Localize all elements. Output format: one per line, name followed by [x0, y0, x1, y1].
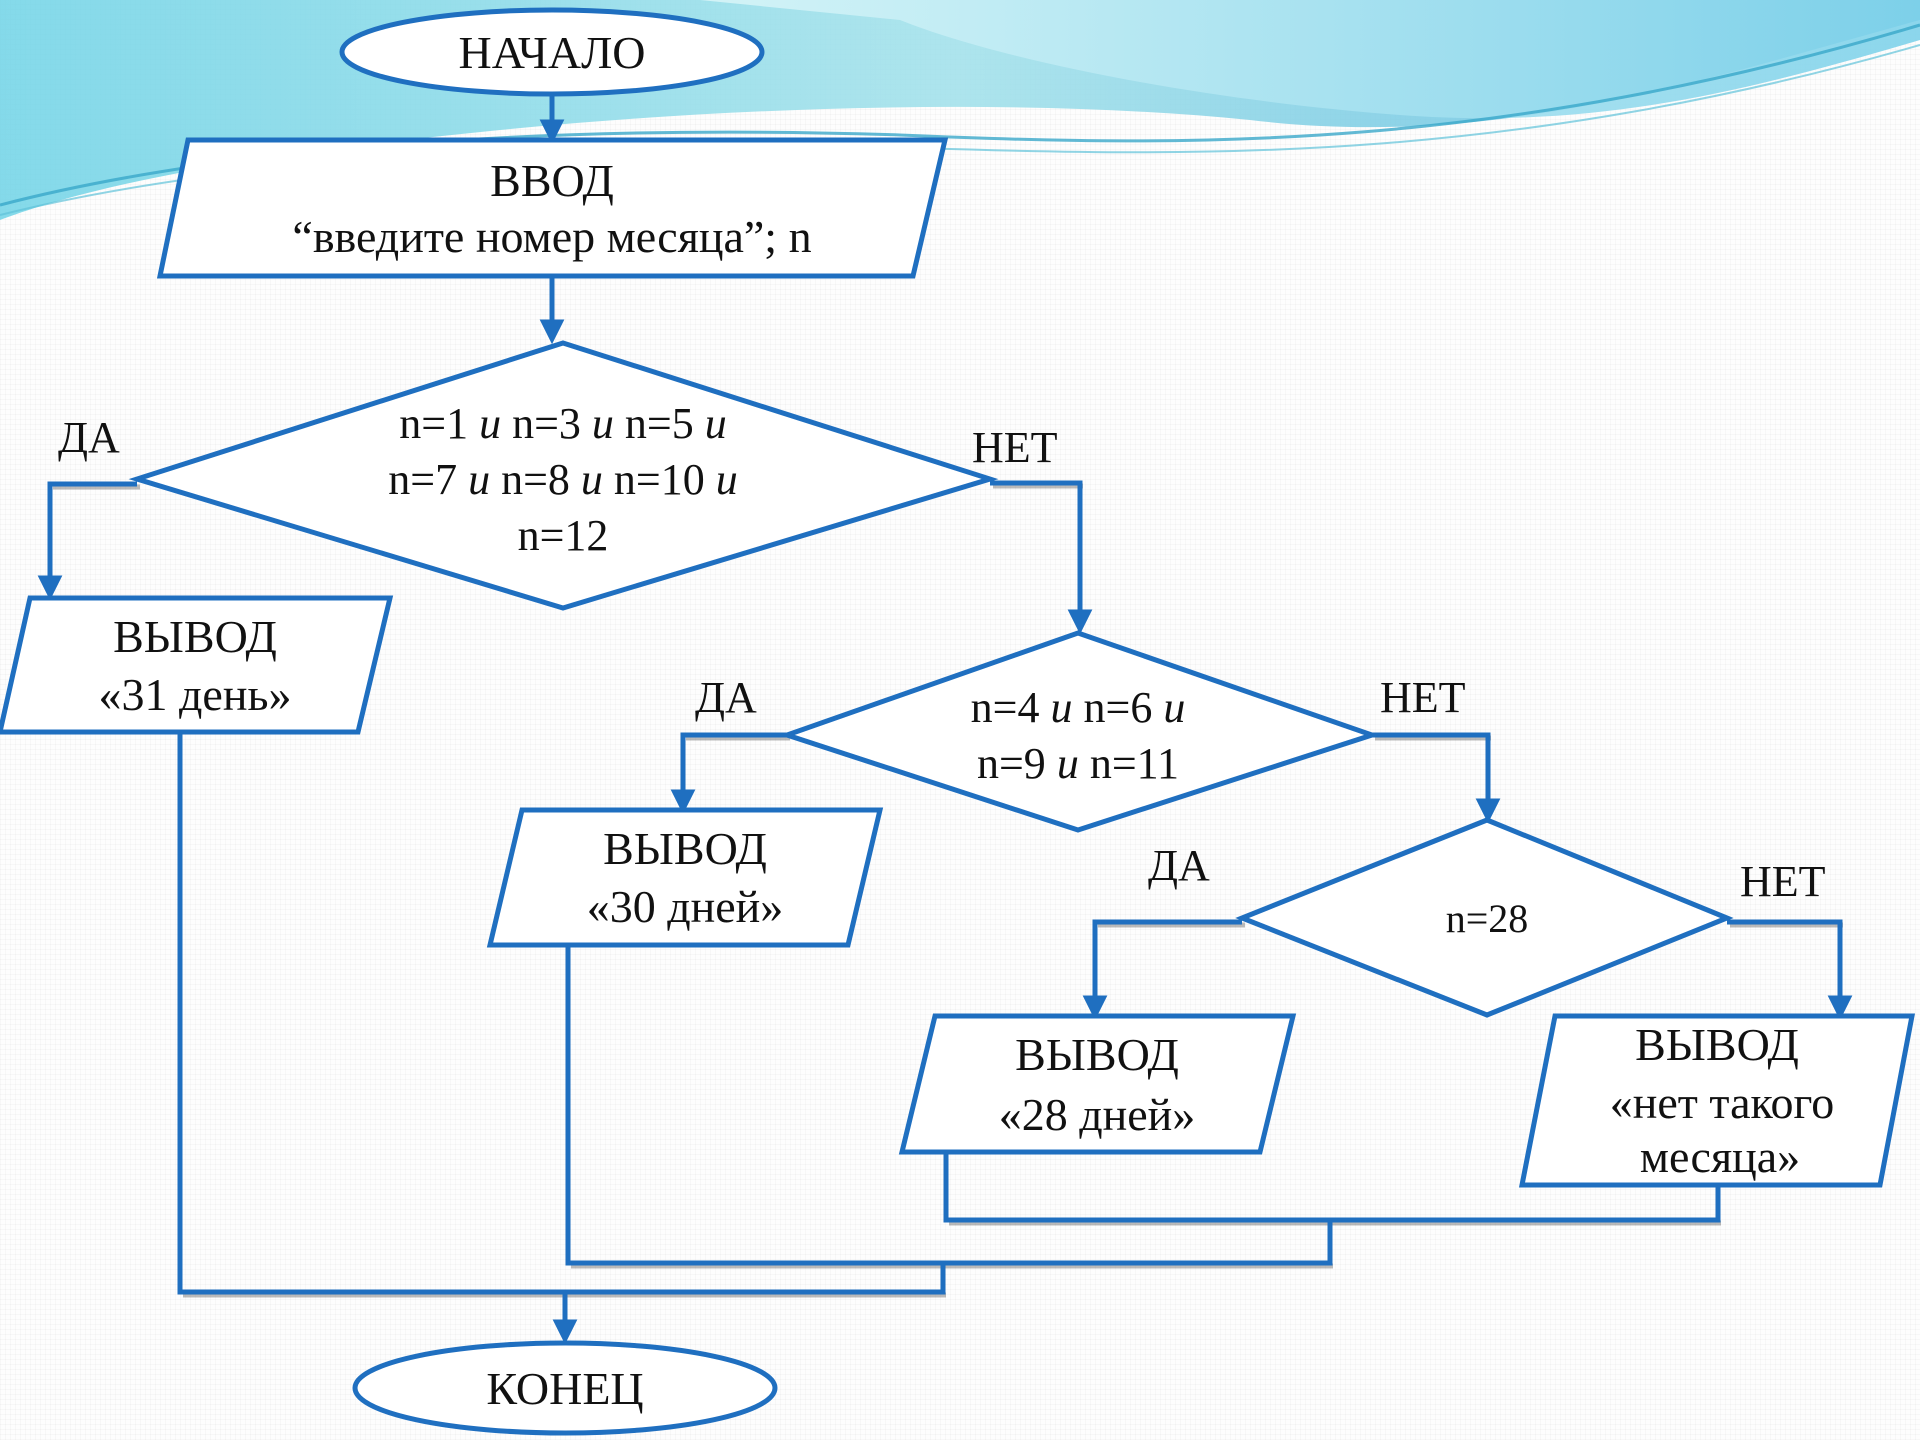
cond1-line2: n=7 и n=8 и n=10 и [388, 455, 737, 504]
connector-cond1-no [990, 480, 1093, 635]
connector-merge-31 [177, 730, 946, 1295]
yes-label-1: ДА [58, 413, 120, 462]
cond3-text: n=28 [1446, 896, 1529, 941]
connector-cond1-yes [37, 481, 137, 601]
out28-title: ВЫВОД [1015, 1029, 1179, 1080]
start-terminator: НАЧАЛО [339, 7, 765, 97]
out31-title: ВЫВОД [113, 611, 277, 662]
yes-label-2: ДА [695, 673, 757, 722]
condition-3-decision: n=28 [1235, 817, 1734, 1018]
connectors [37, 95, 1853, 1345]
end-label: КОНЕЦ [486, 1363, 643, 1414]
no-label-2: НЕТ [1380, 673, 1466, 722]
connector-cond2-no [1372, 732, 1501, 824]
connector-cond3-yes [1082, 919, 1242, 1021]
cond1-line1: n=1 и n=3 и n=5 и [399, 399, 726, 448]
out31-text: «31 день» [99, 669, 292, 720]
out30-title: ВЫВОД [603, 823, 767, 874]
cond2-line1: n=4 и n=6 и [971, 683, 1186, 732]
outnone-line1: «нет такого [1610, 1077, 1834, 1128]
condition-1-decision: n=1 и n=3 и n=5 и n=7 и n=8 и n=10 и n=1… [128, 340, 999, 611]
output-31-days: ВЫВОД «31 день» [0, 595, 394, 735]
connector-merge-30 [565, 944, 1333, 1266]
no-label-3: НЕТ [1740, 857, 1826, 906]
out28-text: «28 дней» [999, 1089, 1196, 1140]
cond1-line3: n=12 [518, 511, 609, 560]
end-terminator: КОНЕЦ [352, 1340, 778, 1436]
no-label-1: НЕТ [972, 423, 1058, 472]
connector-cond2-yes [670, 732, 787, 815]
start-label: НАЧАЛО [459, 27, 646, 78]
connector-shadows [53, 483, 1843, 1298]
input-block: ВВОД “введите номер месяца”; n [156, 137, 949, 279]
outnone-line2: месяца» [1640, 1131, 1800, 1182]
cond2-line2: n=9 и n=11 [977, 739, 1179, 788]
yes-label-3: ДА [1148, 841, 1210, 890]
output-28-days: ВЫВОД «28 дней» [898, 1013, 1297, 1155]
out30-text: «30 дней» [587, 881, 784, 932]
outnone-title: ВЫВОД [1635, 1019, 1799, 1070]
condition-2-decision: n=4 и n=6 и n=9 и n=11 [779, 630, 1380, 833]
branch-labels: ДА НЕТ ДА НЕТ ДА НЕТ [58, 413, 1826, 906]
connector-cond3-no [1727, 919, 1853, 1021]
input-text: “введите номер месяца”; n [292, 211, 811, 262]
output-30-days: ВЫВОД «30 дней» [486, 807, 884, 948]
output-no-such-month: ВЫВОД «нет такого месяца» [1518, 1013, 1916, 1188]
input-title: ВВОД [490, 155, 614, 206]
